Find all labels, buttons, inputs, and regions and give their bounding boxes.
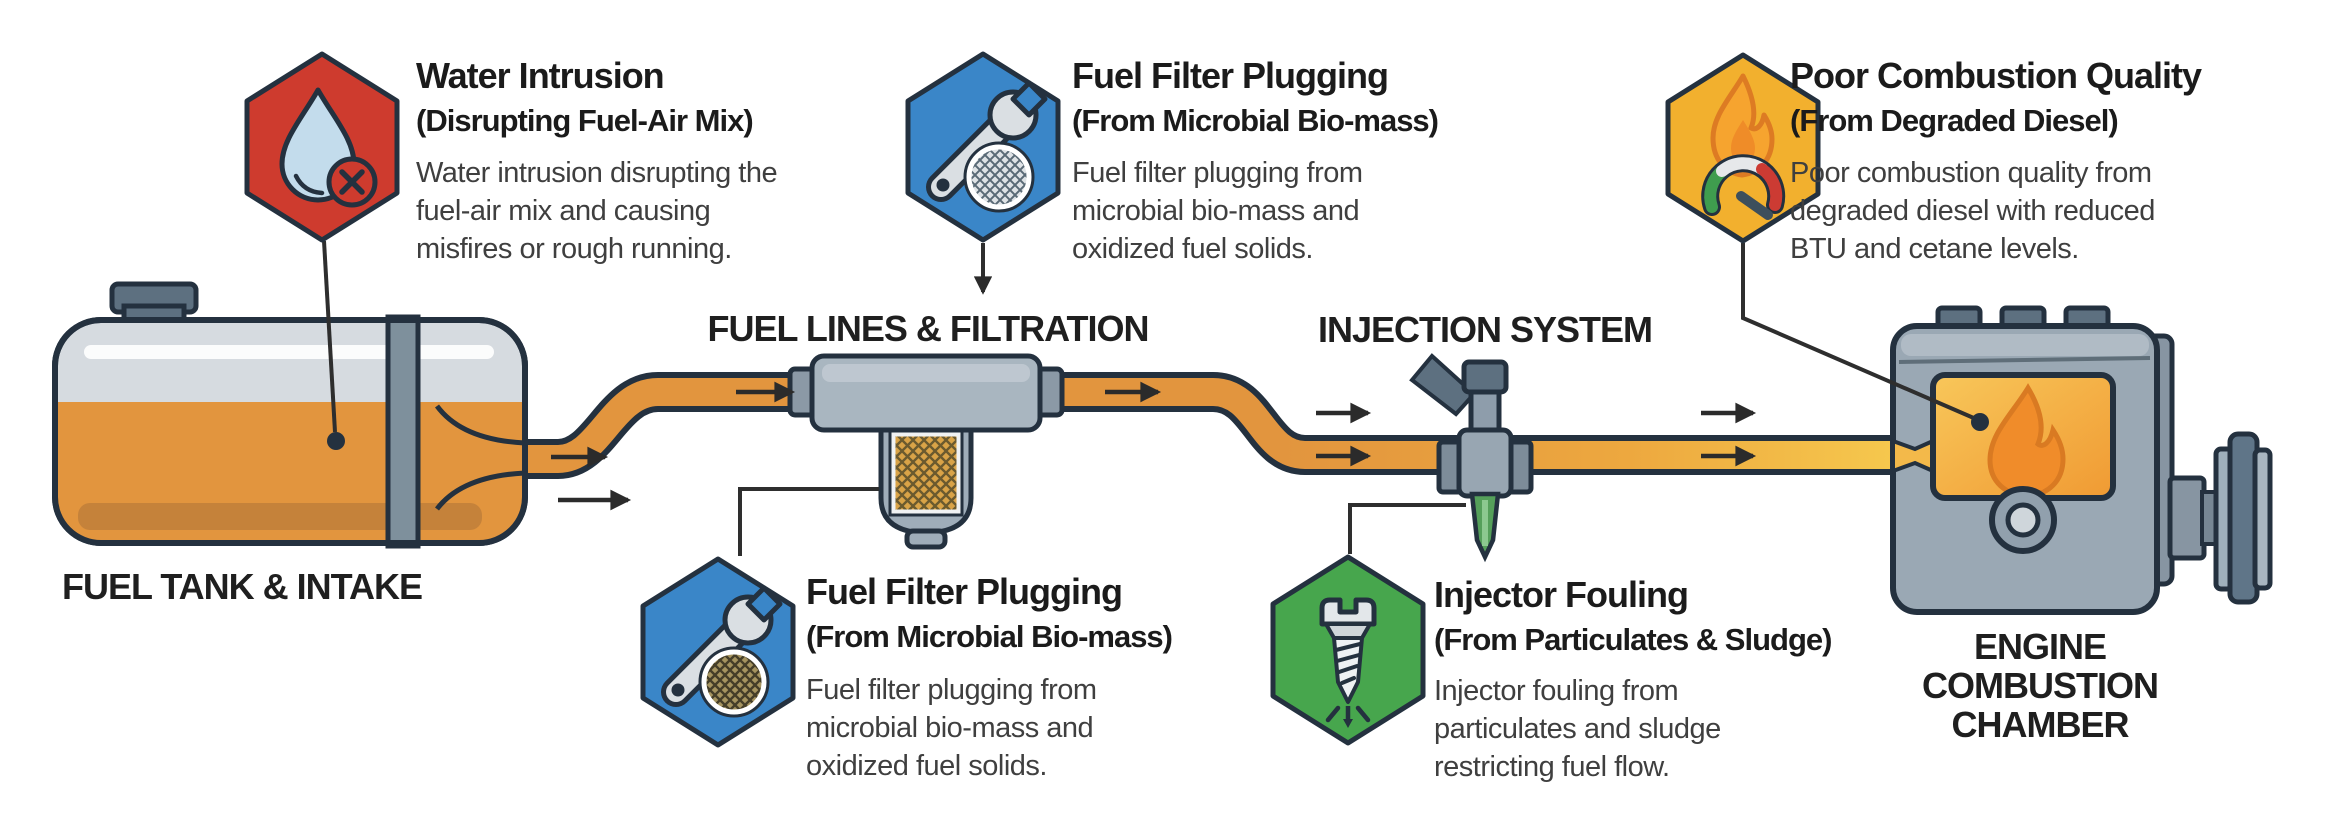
callout-badge-poor-combustion [1665,52,1821,244]
callout-title: Poor Combustion Quality [1790,55,2202,96]
fuel-tank [52,281,528,549]
stage-label-fuel-lines: FUEL LINES & FILTRATION [708,308,1149,349]
leader-water-intrusion [322,240,337,433]
engine-port-inner [2005,502,2041,538]
callout-badge-injector-fouling [1270,554,1426,746]
leader-dot-tank [327,432,345,450]
callout-body-line: Injector fouling from [1434,675,1678,707]
callout-body-line: oxidized fuel solids. [1072,233,1313,265]
callout-text-injector-fouling: Injector Fouling (From Particulates & Sl… [1434,574,1832,783]
tank-intake-funnel-top [434,404,525,446]
tank-strap [385,314,421,549]
callout-subtitle: (From Particulates & Sludge) [1434,622,1831,657]
callout-body-line: fuel-air mix and causing [416,195,710,227]
callout-badge-fuel-filter-plugging-top [905,51,1061,243]
injector-body [1456,427,1514,499]
callout-text-water-intrusion: Water Intrusion (Disrupting Fuel-Air Mix… [416,55,778,265]
injector-cap [1461,359,1509,395]
callout-body-line: Fuel filter plugging from [806,674,1097,706]
tank-fuel [55,402,525,543]
screw-icon [1319,597,1377,728]
leader-injector-fouling [1348,503,1466,554]
callout-text-fuel-filter-plugging-top: Fuel Filter Plugging (From Microbial Bio… [1072,55,1439,265]
callout-body-line: microbial bio-mass and [806,712,1093,744]
stage-label-engine-line: ENGINE [1974,626,2106,667]
callout-subtitle: (From Microbial Bio-mass) [806,619,1172,654]
fuel-pipe-fuel [520,378,1902,473]
callout-subtitle: (Disrupting Fuel-Air Mix) [416,103,753,138]
fuel-filter [787,353,1065,550]
leader-filter-bottom [738,487,879,556]
callout-body-line: Water intrusion disrupting the [416,157,777,189]
wrench-filter-icon [926,80,1048,213]
injector-stem [1468,387,1502,437]
wrench-clogged-filter-icon [661,585,783,718]
filter-drain-nub [904,528,948,550]
engine-block-highlight [1901,334,2149,356]
stage-label-engine-line: CHAMBER [1952,704,2130,745]
flow-arrows [551,381,1757,511]
fuel-injector [1409,353,1534,563]
callout-subtitle: (From Microbial Bio-mass) [1072,103,1438,138]
callout-body-line: Poor combustion quality from [1790,157,2152,189]
flame-gauge-icon [1701,73,1786,220]
callout-title: Injector Fouling [1434,574,1688,615]
fuel-pipe [520,372,1902,479]
callout-badge-water-intrusion [244,51,400,243]
leader-dot-engine [1971,413,1989,431]
stage-label-injection: INJECTION SYSTEM [1318,309,1652,350]
callout-badge-fuel-filter-plugging-bottom [640,556,796,748]
callout-body-line: BTU and cetane levels. [1790,233,2079,265]
stage-label-engine: ENGINE COMBUSTION CHAMBER [1922,626,2159,745]
callout-body-line: restricting fuel flow. [1434,751,1670,783]
combustion-flame-icon [1987,383,2066,499]
callout-body-line: particulates and sludge [1434,713,1721,745]
tank-highlight [84,345,494,359]
callout-body-line: microbial bio-mass and [1072,195,1359,227]
flywheel-disc-3 [2252,447,2273,591]
stage-label-fuel-tank: FUEL TANK & INTAKE [62,566,422,607]
callout-text-fuel-filter-plugging-bottom: Fuel Filter Plugging (From Microbial Bio… [806,571,1173,782]
filter-element-mesh [890,431,962,515]
tank-intake-funnel-bottom [435,470,525,511]
callout-title: Fuel Filter Plugging [1072,55,1388,96]
callout-body-line: oxidized fuel solids. [806,750,1047,782]
leader-lines [322,240,1977,556]
leader-poor-combustion [1741,243,1977,421]
callout-title: Water Intrusion [416,55,664,96]
callout-title: Fuel Filter Plugging [806,571,1122,612]
engine-shaft-block [2167,475,2207,561]
engine [1890,305,2273,615]
callout-body-line: Fuel filter plugging from [1072,157,1363,189]
callout-body-line: misfires or rough running. [416,233,732,265]
callout-text-poor-combustion: Poor Combustion Quality (From Degraded D… [1790,55,2203,265]
stage-label-engine-line: COMBUSTION [1922,665,2158,706]
callout-body-line: degraded diesel with reduced [1790,195,2155,227]
callout-subtitle: (From Degraded Diesel) [1790,103,2118,138]
filter-housing-highlight [822,364,1030,382]
water-drop-x-icon [279,87,378,208]
engine-seam [1898,356,2151,364]
